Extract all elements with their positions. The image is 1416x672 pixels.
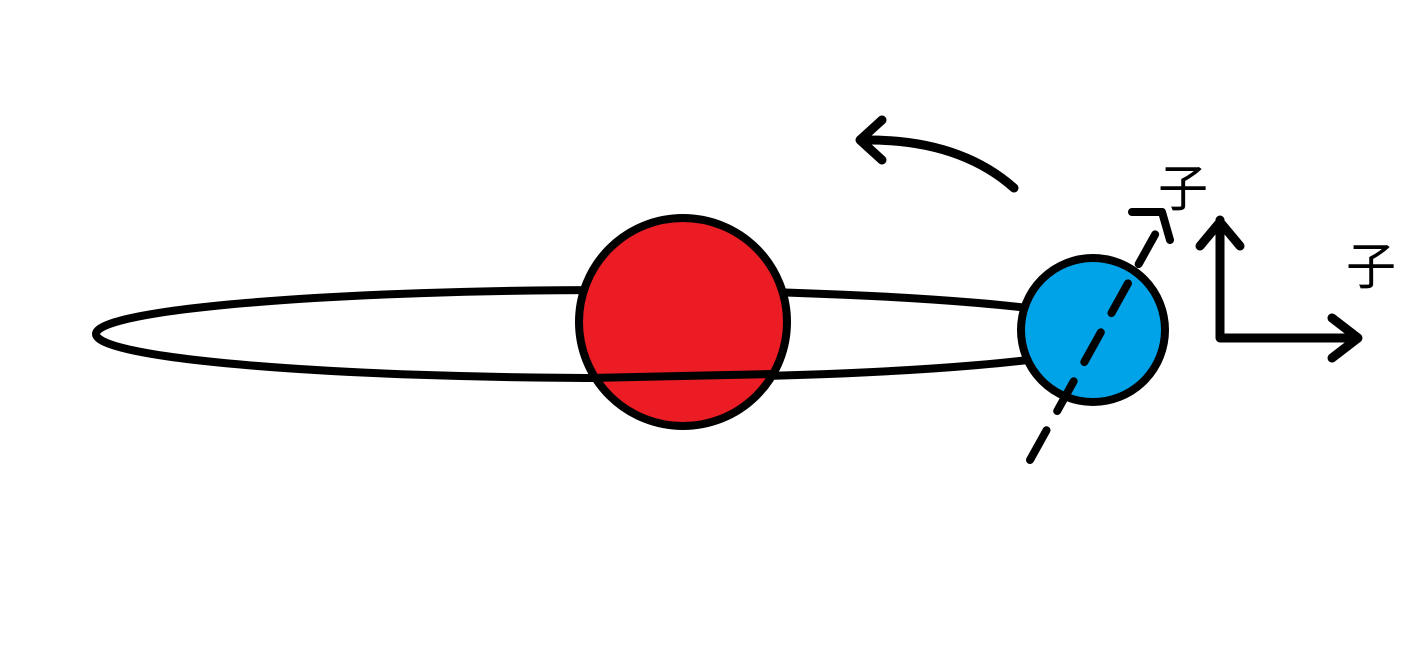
curved-arrow-left-icon: [855, 115, 1019, 193]
spin-axis-icon: [1026, 208, 1174, 464]
orbiting-body: [1017, 254, 1169, 406]
central-body: [575, 214, 791, 430]
x-axis-label: 子: [1346, 238, 1396, 296]
orbit-front-segment: [589, 370, 773, 382]
spin-axis-label: 子: [1158, 160, 1208, 218]
right-angle-axes-icon: [1195, 215, 1363, 363]
